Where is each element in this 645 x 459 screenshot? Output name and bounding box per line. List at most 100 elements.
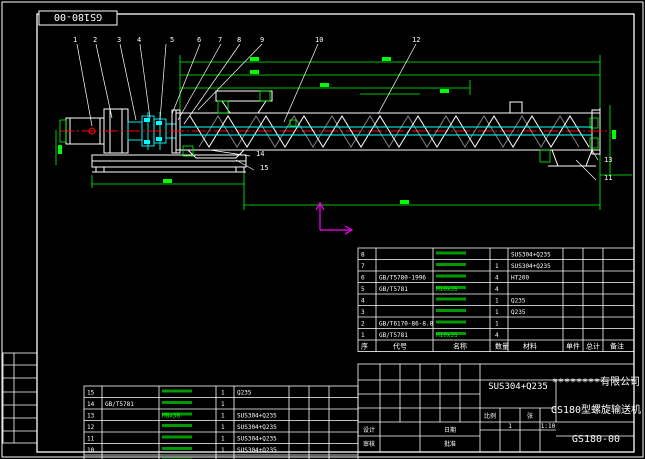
product-name: GS180型螺旋输送机: [551, 403, 641, 416]
part-label: 12: [412, 36, 420, 44]
conveyor-trough: [171, 108, 601, 155]
part-label: 4: [137, 36, 141, 44]
bom-code: GB/T5780-1996: [379, 275, 426, 282]
part-label: 10: [315, 36, 323, 44]
label-design: 设计: [363, 426, 375, 434]
bom-name: M10x35: [436, 332, 458, 339]
bom-material: SUS304+Q235: [237, 424, 277, 431]
screw-flights: [189, 115, 590, 148]
bom-qty: 1: [495, 298, 499, 305]
bom-seq: 6: [361, 275, 365, 282]
bom-qty: 1: [221, 447, 225, 454]
bom-material: HT200: [511, 275, 529, 282]
bom-qty: 1: [221, 390, 225, 397]
bom-seq: 1: [361, 332, 365, 339]
bom-seq: 7: [361, 263, 365, 270]
flight-helix-back: [198, 115, 580, 148]
bom-seq: 10: [87, 447, 95, 454]
bom-qty: 4: [495, 286, 499, 293]
bom-name: M10x35: [436, 286, 458, 293]
bom-material: SUS304+Q235: [237, 436, 277, 443]
inspection-port: [509, 101, 523, 114]
motor: [65, 108, 129, 154]
part-label: 3: [117, 36, 121, 44]
bom-qty: 1: [495, 263, 499, 270]
bom-material: SUS304+Q235: [511, 263, 551, 270]
drawing-number-box: GS180-00: [38, 10, 118, 26]
bom-qty: 1: [495, 309, 499, 316]
bom-material: SUS304+Q235: [237, 447, 277, 454]
screw-conveyor-drawing: [55, 43, 632, 210]
bom-header-cell: 单件: [566, 342, 580, 351]
bom-code: GB/T5781: [105, 401, 134, 408]
bom-header-cell: 名称: [453, 342, 467, 351]
flight-helix: [189, 115, 590, 148]
bom-code: GB/T6170-86-8.8: [379, 321, 434, 328]
label-approve: 批准: [444, 440, 456, 448]
company-name: ********有限公司: [552, 375, 640, 388]
bom-material: Q235: [237, 390, 252, 397]
part-label: 6: [197, 36, 201, 44]
bom-seq: 13: [87, 413, 95, 420]
bom-material: Q235: [511, 309, 526, 316]
bom-seq: 11: [87, 436, 95, 443]
bom-qty: 1: [221, 401, 225, 408]
ucs-axis-icon: [315, 201, 354, 235]
screw-shaft: [180, 126, 592, 136]
bom-seq: 2: [361, 321, 365, 328]
bom-header-cell: 材料: [523, 342, 537, 351]
green-details: [59, 90, 599, 163]
outlet-hopper: [548, 149, 596, 167]
part-label: 8: [237, 36, 241, 44]
bom-seq: 3: [361, 309, 365, 316]
part-leader-lines: [76, 43, 599, 181]
part-label: 2: [93, 36, 97, 44]
label-check: 审核: [363, 440, 375, 448]
part-label: 5: [170, 36, 174, 44]
scale-value: 1:10: [541, 423, 556, 430]
base-frame: [91, 154, 247, 173]
bom-header-cell: 数量: [495, 342, 509, 351]
inner-sheet-frame: [36, 13, 635, 453]
part-label: 11: [604, 174, 612, 182]
inlet-hopper: [215, 90, 273, 114]
bom-qty: 4: [495, 332, 499, 339]
dimension-text-boxes: [58, 57, 616, 204]
drawing-number-rotated: GS180-00: [54, 11, 102, 22]
bom-qty: 1: [221, 413, 225, 420]
bom-header-cell: 序: [361, 342, 368, 351]
bom-material: Q235: [511, 298, 526, 305]
bom-header-cell: 总计: [586, 342, 600, 351]
bom-code: GB/T5781: [379, 286, 408, 293]
bom-qty: 1: [221, 424, 225, 431]
part-label: 15: [260, 164, 268, 172]
title-block: [357, 363, 635, 453]
bom-header-cell: 代号: [393, 342, 407, 351]
label-ratio: 比例: [484, 412, 496, 420]
bom-seq: 15: [87, 390, 95, 397]
bom-seq: 5: [361, 286, 365, 293]
label-sheet: 张: [527, 412, 533, 420]
part-label: 14: [256, 150, 264, 158]
bom-seq: 4: [361, 298, 365, 305]
bom-name: M8x38: [162, 413, 180, 420]
bom-qty: 4: [495, 275, 499, 282]
bom-material: SUS304+Q235: [511, 252, 551, 259]
bom-qty: 1: [221, 436, 225, 443]
bom-code: GB/T5781: [379, 332, 408, 339]
part-label: 13: [604, 156, 612, 164]
support-leg: [187, 149, 245, 159]
title-material: SUS304+Q235: [488, 382, 548, 392]
bom-seq: 12: [87, 424, 95, 431]
label-date: 日期: [444, 426, 456, 434]
bom-seq: 8: [361, 252, 365, 259]
bearing-blocks: [144, 118, 162, 144]
bom-material: SUS304+Q235: [237, 413, 277, 420]
part-label: 1: [73, 36, 77, 44]
bom-qty: 1: [495, 321, 499, 328]
